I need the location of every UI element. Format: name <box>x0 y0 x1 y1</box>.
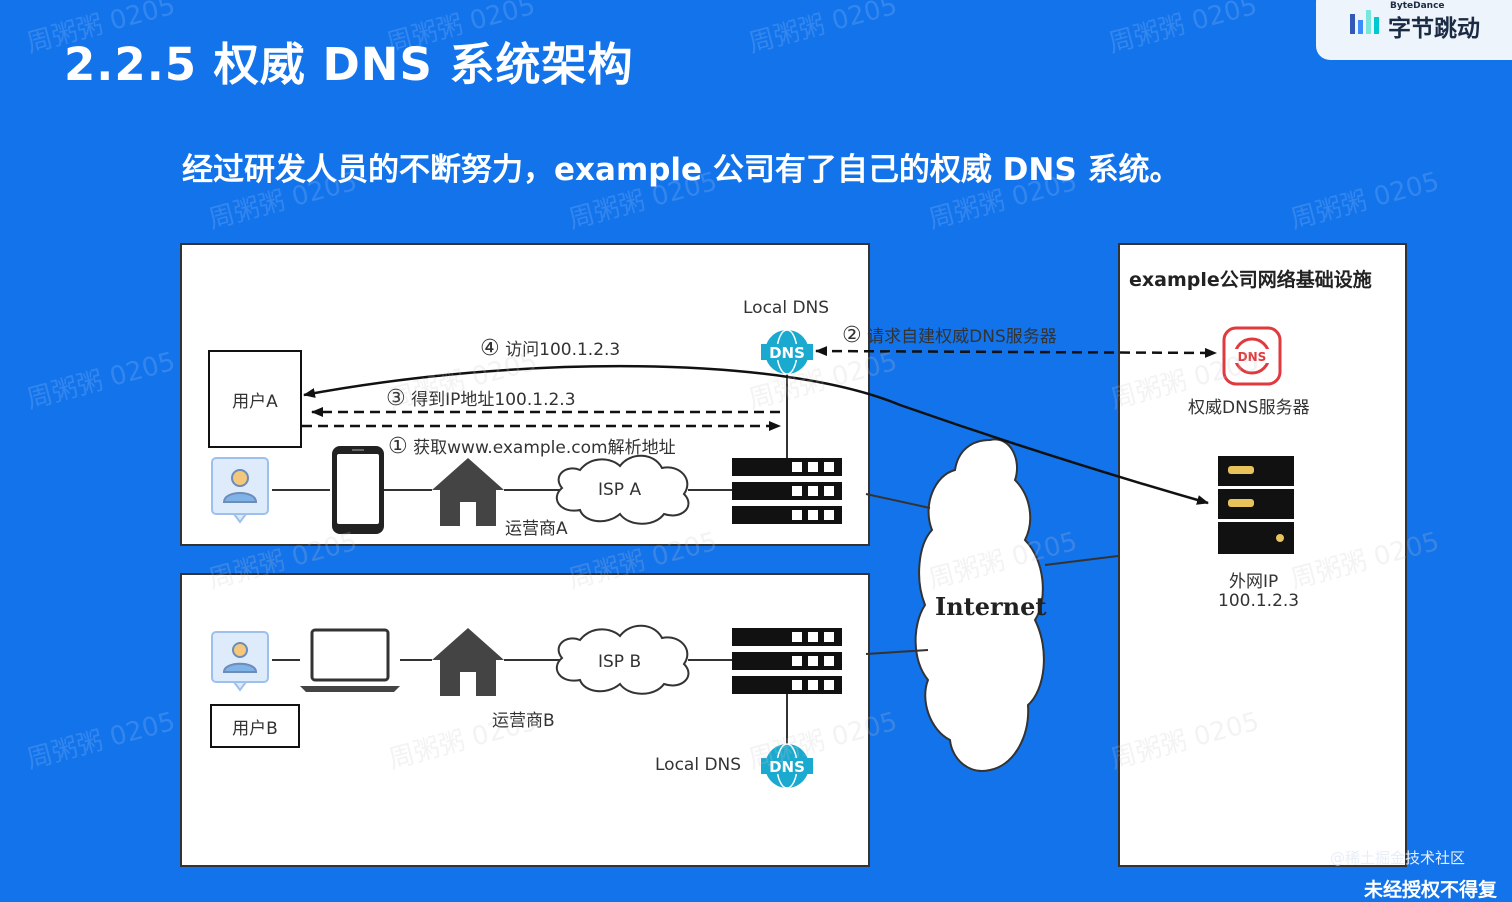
user-b-avatar-icon <box>211 631 269 692</box>
isp-b-cloud-icon <box>555 624 690 695</box>
rack-server-a-icon <box>732 458 842 524</box>
user-a-box: 用户A <box>208 350 302 448</box>
carrier-a-house-icon <box>432 458 504 526</box>
step-2-text: 请求自建权威DNS服务器 <box>867 327 1057 347</box>
local-dns-b-globe-icon: DNS <box>761 743 813 789</box>
panel-carrier-b <box>180 573 870 867</box>
panel-b-connections <box>272 555 1119 745</box>
logo-main-text: 字节跳动 <box>1388 16 1480 42</box>
public-ip-label: 外网IP <box>1229 572 1279 592</box>
slide-subtitle: 经过研发人员的不断努力，example 公司有了自己的权威 DNS 系统。 <box>182 152 1181 188</box>
logo-small-text: ByteDance <box>1390 1 1445 11</box>
step-3-text: 得到IP地址100.1.2.3 <box>411 390 576 410</box>
step-4-label: ④ 访问100.1.2.3 <box>480 335 620 361</box>
carrier-b-label: 运营商B <box>492 711 555 731</box>
public-ip-value: 100.1.2.3 <box>1218 591 1300 611</box>
local-dns-a-label: Local DNS <box>743 298 830 318</box>
local-dns-b-label: Local DNS <box>655 755 742 775</box>
footer-credit: @稀土掘金技术社区 <box>1330 849 1466 867</box>
step-2-number: ② <box>842 323 862 348</box>
step-4-number: ④ <box>480 336 500 361</box>
user-a-label: 用户A <box>232 391 278 412</box>
internet-label: Internet <box>935 592 1047 621</box>
authoritative-dns-icon: DNS <box>1222 326 1282 386</box>
user-b-box: 用户B <box>210 704 300 748</box>
isp-a-cloud-icon <box>555 454 690 525</box>
step-arrows <box>302 346 1217 505</box>
local-dns-b-badge-text: DNS <box>769 758 805 776</box>
internet-cloud-icon <box>914 438 1045 772</box>
phone-icon <box>332 446 384 534</box>
local-dns-a-badge-text: DNS <box>769 344 805 362</box>
step-1-text: 获取www.example.com解析地址 <box>413 438 676 458</box>
carrier-a-label: 运营商A <box>505 519 568 539</box>
step-1-label: ① 获取www.example.com解析地址 <box>388 433 676 459</box>
slide-title: 2.2.5 权威 DNS 系统架构 <box>64 38 634 91</box>
public-ip-server-icon <box>1218 456 1294 554</box>
authoritative-dns-badge-text: DNS <box>1238 350 1267 364</box>
isp-a-label: ISP A <box>598 480 642 500</box>
rack-server-b-icon <box>732 628 842 694</box>
user-a-avatar-icon <box>211 457 269 524</box>
step-2-arrow <box>815 346 1217 358</box>
laptop-icon <box>300 628 400 692</box>
carrier-b-house-icon <box>432 628 504 696</box>
step-3-label: ③ 得到IP地址100.1.2.3 <box>386 385 576 411</box>
bytedance-logo-icon <box>1350 10 1379 34</box>
step-1-number: ① <box>388 434 408 459</box>
step-2-label: ② 请求自建权威DNS服务器 <box>842 322 1057 348</box>
isp-b-label: ISP B <box>598 652 642 672</box>
step-3-number: ③ <box>386 386 406 411</box>
logo-card <box>1316 0 1512 60</box>
infra-panel-title: example公司网络基础设施 <box>1129 269 1372 291</box>
step-4-arrow <box>303 364 1209 505</box>
footer-strip-text: 未经授权不得复 <box>1364 879 1498 901</box>
local-dns-a-globe-icon: DNS <box>761 329 813 375</box>
step-4-text: 访问100.1.2.3 <box>505 340 621 360</box>
user-b-label: 用户B <box>232 718 278 739</box>
authoritative-dns-label: 权威DNS服务器 <box>1188 398 1310 418</box>
